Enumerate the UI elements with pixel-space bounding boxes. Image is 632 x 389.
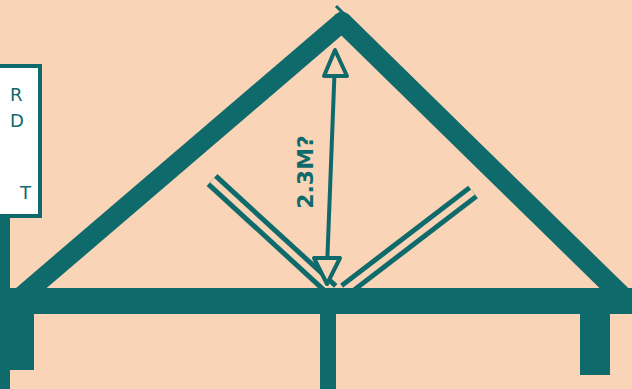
sign-letter: T bbox=[20, 184, 31, 202]
sign-letter: R bbox=[10, 86, 23, 104]
sign-letter: D bbox=[10, 112, 24, 130]
sign-board bbox=[0, 66, 40, 216]
dimension-label: 2.3M? bbox=[295, 135, 317, 209]
apex-mark bbox=[336, 6, 350, 20]
tie-beam bbox=[4, 288, 632, 314]
dimension-arrow bbox=[314, 50, 347, 284]
rafter bbox=[342, 22, 622, 296]
strut bbox=[212, 178, 473, 290]
rafter bbox=[22, 22, 342, 296]
